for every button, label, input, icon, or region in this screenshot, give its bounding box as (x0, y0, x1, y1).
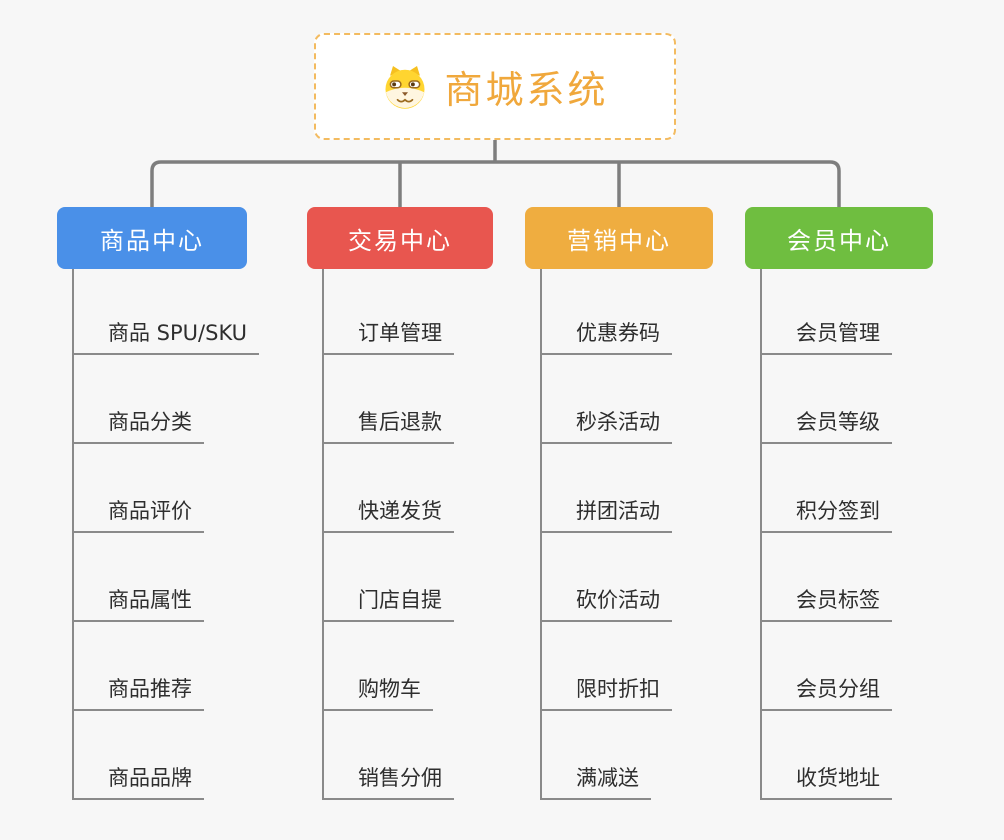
child-node[interactable]: 售后退款 (322, 408, 454, 444)
child-node[interactable]: 会员分组 (760, 675, 892, 711)
branch-trunk-line (322, 269, 324, 800)
child-node[interactable]: 商品评价 (72, 497, 204, 533)
child-node[interactable]: 订单管理 (322, 319, 454, 355)
child-node[interactable]: 商品推荐 (72, 675, 204, 711)
child-node[interactable]: 销售分佣 (322, 764, 454, 800)
root-node-title: 商城系统 (444, 68, 609, 112)
branch-node-members[interactable]: 会员中心 (745, 207, 933, 269)
branch-column-marketing: 营销中心 优惠券码 秒杀活动 拼团活动 砍价活动 限时折扣 满减送 (525, 207, 765, 800)
child-node[interactable]: 秒杀活动 (540, 408, 672, 444)
child-node[interactable]: 商品 SPU/SKU (72, 319, 260, 355)
child-node[interactable]: 拼团活动 (540, 497, 672, 533)
branch-column-members: 会员中心 会员管理 会员等级 积分签到 会员标签 会员分组 收货地址 (745, 207, 985, 800)
child-node[interactable]: 快递发货 (322, 497, 454, 533)
child-node[interactable]: 会员等级 (760, 408, 892, 444)
branch-trunk-line (72, 269, 74, 800)
root-node-mall-system[interactable]: 商城系统 (314, 33, 676, 140)
child-node[interactable]: 商品品牌 (72, 764, 204, 800)
child-node[interactable]: 优惠券码 (540, 319, 672, 355)
branch-column-trade: 交易中心 订单管理 售后退款 快递发货 门店自提 购物车 销售分佣 (307, 207, 547, 800)
child-node[interactable]: 购物车 (322, 675, 433, 711)
child-node[interactable]: 门店自提 (322, 586, 454, 622)
branch-node-trade[interactable]: 交易中心 (307, 207, 493, 269)
child-node[interactable]: 积分签到 (760, 497, 892, 533)
branch-node-marketing[interactable]: 营销中心 (525, 207, 713, 269)
child-node[interactable]: 限时折扣 (540, 675, 672, 711)
child-node[interactable]: 会员标签 (760, 586, 892, 622)
child-node[interactable]: 会员管理 (760, 319, 892, 355)
branch-node-products[interactable]: 商品中心 (57, 207, 247, 269)
child-node[interactable]: 收货地址 (760, 764, 892, 800)
branch-trunk-line (760, 269, 762, 800)
branch-column-products: 商品中心 商品 SPU/SKU 商品分类 商品评价 商品属性 商品推荐 商品品牌 (57, 207, 297, 800)
branch-trunk-line (540, 269, 542, 800)
dog-face-icon (385, 65, 425, 109)
child-node[interactable]: 满减送 (540, 764, 651, 800)
child-node[interactable]: 商品分类 (72, 408, 204, 444)
child-node[interactable]: 砍价活动 (540, 586, 672, 622)
child-node[interactable]: 商品属性 (72, 586, 204, 622)
